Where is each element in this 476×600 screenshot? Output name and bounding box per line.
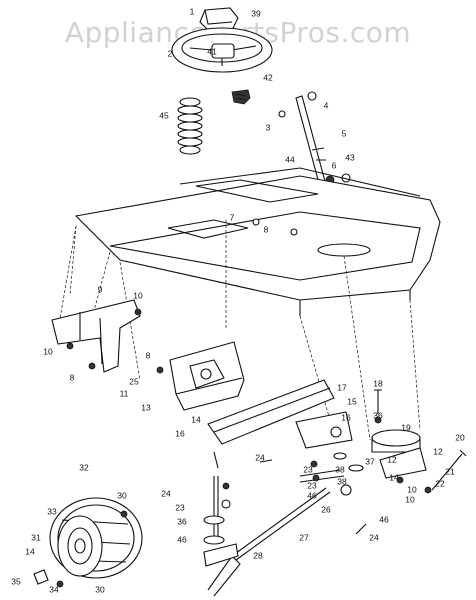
callout-20: 20 xyxy=(455,432,465,442)
callout-7: 7 xyxy=(230,212,235,222)
callout-26: 26 xyxy=(321,504,331,514)
assembly-lines xyxy=(57,220,421,441)
callout-38: 38 xyxy=(335,464,345,474)
callout-3: 3 xyxy=(266,122,271,132)
callout-9: 9 xyxy=(98,284,103,294)
callout-41: 41 xyxy=(207,46,217,56)
steering-shaft xyxy=(278,91,351,203)
callout-24: 24 xyxy=(255,452,265,462)
callout-11: 11 xyxy=(120,388,129,398)
callout-10: 10 xyxy=(405,494,415,504)
callout-13: 13 xyxy=(141,402,151,412)
steering-boot xyxy=(177,97,203,155)
callout-8: 8 xyxy=(70,372,75,382)
callout-16: 16 xyxy=(341,412,351,422)
callout-15: 15 xyxy=(347,396,357,406)
callout-46: 46 xyxy=(307,490,317,500)
callout-46: 46 xyxy=(379,514,389,524)
callout-14: 14 xyxy=(191,414,201,424)
spindle xyxy=(203,476,239,567)
callout-23: 23 xyxy=(307,480,317,490)
callout-2: 2 xyxy=(168,48,173,58)
callout-1: 1 xyxy=(190,6,195,16)
hardware xyxy=(221,452,432,535)
callout-37: 37 xyxy=(365,456,375,466)
steering-wheel xyxy=(171,7,273,73)
callout-23: 23 xyxy=(303,464,313,474)
callout-17: 17 xyxy=(337,382,347,392)
callout-18: 18 xyxy=(373,378,383,388)
tie-rods xyxy=(207,449,467,597)
front-axle xyxy=(207,379,353,469)
callout-34: 34 xyxy=(49,584,59,594)
callout-46: 46 xyxy=(177,534,187,544)
callout-12: 12 xyxy=(433,446,443,456)
callout-30: 30 xyxy=(95,584,105,594)
callout-10: 10 xyxy=(43,346,53,356)
callout-36: 36 xyxy=(177,516,187,526)
callout-14: 14 xyxy=(25,546,35,556)
axle-bracket xyxy=(156,341,245,411)
callout-44: 44 xyxy=(285,154,295,164)
steering-gear xyxy=(371,389,427,479)
callout-27: 27 xyxy=(299,532,309,542)
left-bracket xyxy=(51,299,142,373)
callout-45: 45 xyxy=(159,110,169,120)
callout-39: 39 xyxy=(251,8,261,18)
callout-23: 23 xyxy=(175,502,185,512)
callout-19: 19 xyxy=(401,422,411,432)
front-wheel xyxy=(33,497,143,588)
callout-25: 25 xyxy=(129,376,139,386)
callout-16: 16 xyxy=(175,428,185,438)
steering-adapter xyxy=(231,89,251,105)
callout-21: 21 xyxy=(445,466,455,476)
callout-12: 12 xyxy=(387,454,397,464)
callout-10: 10 xyxy=(407,484,417,494)
callout-14: 14 xyxy=(389,472,399,482)
callout-32: 32 xyxy=(79,462,89,472)
callout-4: 4 xyxy=(324,100,329,110)
callout-31: 31 xyxy=(31,532,41,542)
callout-42: 42 xyxy=(263,72,273,82)
callout-30: 30 xyxy=(117,490,127,500)
callout-6: 6 xyxy=(332,160,337,170)
callout-43: 43 xyxy=(345,152,355,162)
callout-36: 36 xyxy=(373,410,383,420)
callout-8: 8 xyxy=(264,224,269,234)
callout-33: 33 xyxy=(47,506,57,516)
callout-22: 22 xyxy=(435,478,445,488)
callout-35: 35 xyxy=(11,576,21,586)
callout-5: 5 xyxy=(342,128,347,138)
callout-10: 10 xyxy=(133,290,143,300)
callout-24: 24 xyxy=(161,488,171,498)
callout-38: 38 xyxy=(337,476,347,486)
dash-panel xyxy=(74,167,441,316)
callout-28: 28 xyxy=(253,550,263,560)
callout-24: 24 xyxy=(369,532,379,542)
callout-8: 8 xyxy=(146,350,151,360)
